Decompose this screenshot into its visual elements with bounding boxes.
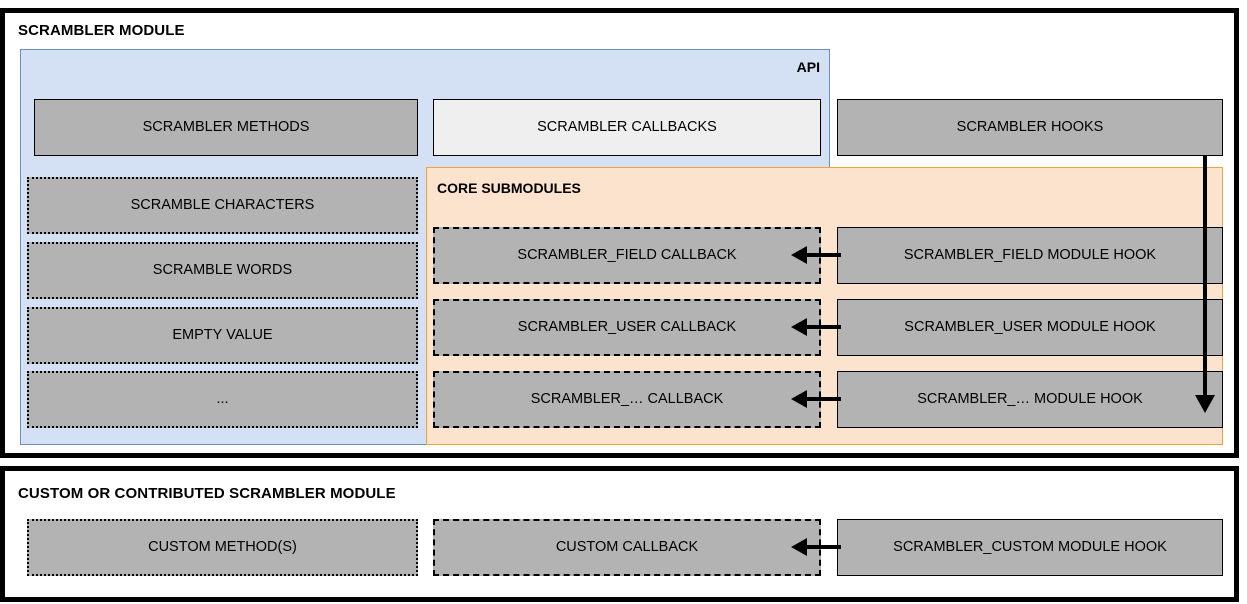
panel-title-custom-module: CUSTOM OR CONTRIBUTED SCRAMBLER MODULE <box>18 485 396 502</box>
node-scrambler-any-callback[interactable]: SCRAMBLER_… CALLBACK <box>433 371 821 428</box>
node-custom-methods[interactable]: CUSTOM METHOD(S) <box>27 519 418 576</box>
node-scrambler-field-module-hook[interactable]: SCRAMBLER_FIELD MODULE HOOK <box>837 227 1223 284</box>
node-scrambler-callbacks[interactable]: SCRAMBLER CALLBACKS <box>433 99 821 156</box>
panel-custom-scrambler-module: CUSTOM OR CONTRIBUTED SCRAMBLER MODULE C… <box>0 466 1239 602</box>
panel-title-scrambler-module: SCRAMBLER MODULE <box>18 22 185 39</box>
node-custom-callback[interactable]: CUSTOM CALLBACK <box>433 519 821 576</box>
panel-scrambler-module: SCRAMBLER MODULE API CORE SUBMODULES SCR… <box>0 8 1239 458</box>
node-scrambler-hooks[interactable]: SCRAMBLER HOOKS <box>837 99 1223 156</box>
node-methods-ellipsis[interactable]: ... <box>27 371 418 428</box>
node-scrambler-any-module-hook[interactable]: SCRAMBLER_… MODULE HOOK <box>837 371 1223 428</box>
node-scrambler-user-callback[interactable]: SCRAMBLER_USER CALLBACK <box>433 299 821 356</box>
node-scrambler-custom-module-hook[interactable]: SCRAMBLER_CUSTOM MODULE HOOK <box>837 519 1223 576</box>
node-scramble-characters[interactable]: SCRAMBLE CHARACTERS <box>27 177 418 234</box>
node-empty-value[interactable]: EMPTY VALUE <box>27 307 418 364</box>
node-scrambler-methods[interactable]: SCRAMBLER METHODS <box>34 99 418 156</box>
region-label-core-submodules: CORE SUBMODULES <box>437 180 581 196</box>
region-label-api: API <box>796 59 820 75</box>
node-scramble-words[interactable]: SCRAMBLE WORDS <box>27 242 418 299</box>
node-scrambler-user-module-hook[interactable]: SCRAMBLER_USER MODULE HOOK <box>837 299 1223 356</box>
node-scrambler-field-callback[interactable]: SCRAMBLER_FIELD CALLBACK <box>433 227 821 284</box>
